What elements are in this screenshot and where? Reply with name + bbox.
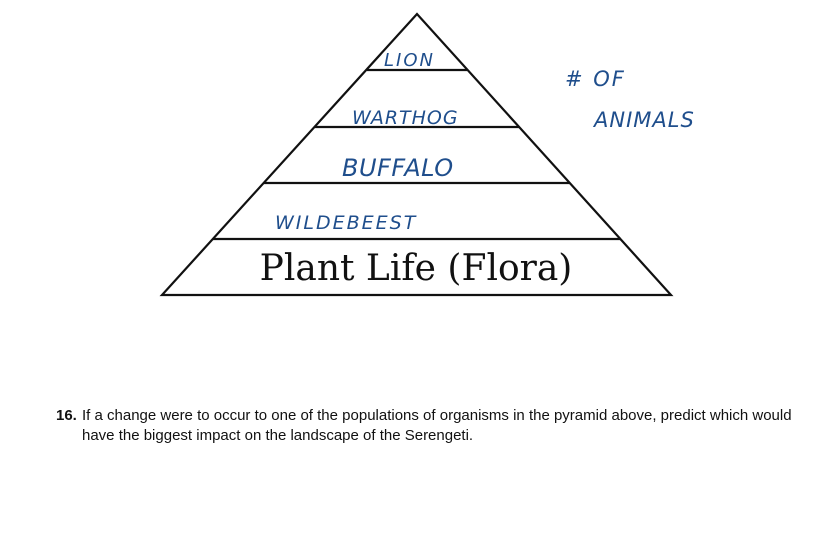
level-buffalo-label: BUFFALO <box>342 154 454 182</box>
level-lion-label: LION <box>384 50 435 71</box>
pyramid-outline <box>159 12 674 297</box>
level-warthog-label: WARTHOG <box>352 107 459 129</box>
question-16: 16. If a change were to occur to one of … <box>56 406 801 446</box>
level-plant-life-label: Plant Life (Flora) <box>260 248 573 289</box>
question-number: 16. <box>56 407 77 424</box>
side-note-line-2: ANIMALS <box>592 108 695 132</box>
level-wildebeest-label: WILDEBEEST <box>275 212 417 234</box>
side-note-line-1: # OF <box>565 67 626 91</box>
question-text: If a change were to occur to one of the … <box>82 407 792 444</box>
